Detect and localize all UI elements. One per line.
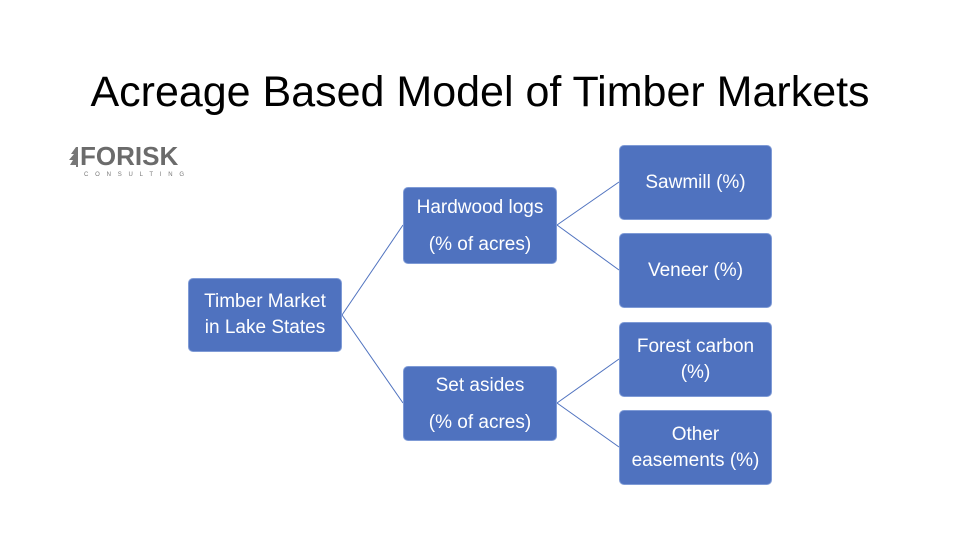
node-label: Set asides bbox=[435, 374, 525, 396]
node-label: (%) bbox=[680, 361, 711, 383]
node-label: in Lake States bbox=[204, 317, 326, 338]
node-timber-market: Timber Market in Lake States bbox=[188, 278, 342, 352]
node-label: Veneer (%) bbox=[647, 259, 744, 281]
connector bbox=[341, 224, 404, 316]
node-other-easements: Other easements (%) bbox=[619, 410, 772, 485]
connector bbox=[556, 181, 620, 226]
node-label: Forest carbon bbox=[636, 335, 755, 357]
node-set-asides: Set asides (% of acres) bbox=[403, 366, 557, 441]
connector bbox=[556, 402, 620, 448]
node-label: Other bbox=[671, 423, 720, 445]
node-veneer: Veneer (%) bbox=[619, 233, 772, 308]
node-label: easements (%) bbox=[631, 449, 760, 471]
node-sawmill: Sawmill (%) bbox=[619, 145, 772, 220]
node-forest-carbon: Forest carbon (%) bbox=[619, 322, 772, 397]
slide-title: Acreage Based Model of Timber Markets bbox=[90, 68, 870, 116]
node-label: (% of acres) bbox=[428, 233, 532, 255]
node-label: Sawmill (%) bbox=[645, 171, 746, 193]
logo-name: FORISK bbox=[80, 141, 179, 171]
tree-icon bbox=[69, 147, 78, 167]
connector bbox=[341, 314, 404, 404]
node-label: Timber Market bbox=[204, 291, 326, 312]
node-hardwood-logs: Hardwood logs (% of acres) bbox=[403, 187, 557, 264]
connector bbox=[556, 358, 620, 404]
node-label: (% of acres) bbox=[428, 411, 532, 433]
connector bbox=[556, 224, 620, 271]
logo-sub: CONSULTING bbox=[84, 172, 191, 178]
node-label: Hardwood logs bbox=[416, 196, 544, 218]
forisk-logo: FORISK CONSULTING bbox=[68, 143, 198, 183]
